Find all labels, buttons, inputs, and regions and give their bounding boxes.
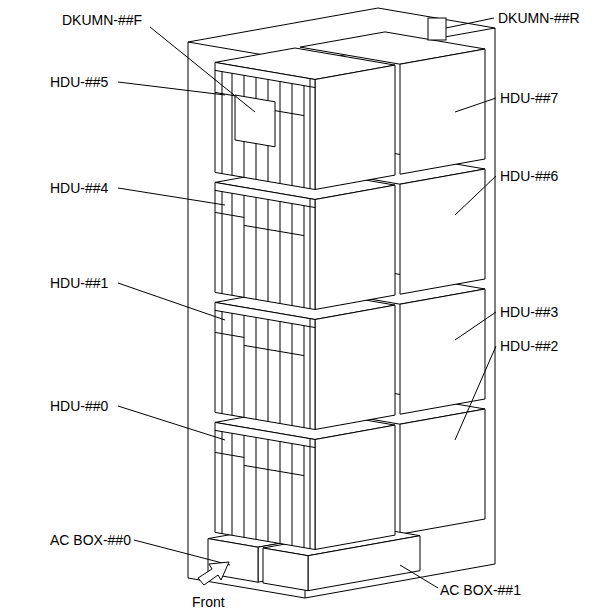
part-label: HDU-##1 bbox=[50, 275, 108, 291]
panel-front bbox=[235, 95, 275, 147]
leader-line bbox=[446, 18, 494, 28]
leader-line bbox=[118, 283, 225, 320]
part-label: HDU-##5 bbox=[50, 74, 108, 90]
part-label: HDU-##0 bbox=[50, 398, 108, 414]
front-arrow bbox=[198, 562, 229, 585]
leader-line bbox=[118, 406, 225, 440]
leader-line bbox=[455, 312, 496, 340]
part-label: AC BOX-##1 bbox=[440, 582, 521, 598]
leader-line bbox=[150, 27, 255, 112]
front-unit bbox=[215, 48, 395, 190]
part-label: HDU-##7 bbox=[500, 90, 558, 106]
front-unit bbox=[215, 288, 395, 430]
front-unit bbox=[215, 408, 395, 550]
part-label: HDU-##4 bbox=[50, 180, 108, 196]
part-label: HDU-##6 bbox=[500, 168, 558, 184]
panel-rear bbox=[428, 18, 446, 40]
leader-line bbox=[455, 176, 496, 215]
direction-label: Front bbox=[192, 594, 225, 610]
part-label: HDU-##3 bbox=[500, 304, 558, 320]
cabinet-frame bbox=[188, 8, 495, 598]
leader-line bbox=[455, 98, 496, 112]
cabinet-edges bbox=[188, 28, 495, 598]
leader-line bbox=[118, 82, 225, 95]
ac-box-front bbox=[263, 548, 308, 591]
leader-line bbox=[118, 188, 225, 205]
leader-line bbox=[400, 565, 438, 588]
front-unit bbox=[215, 168, 395, 310]
part-label: DKUMN-##R bbox=[498, 10, 580, 26]
leader-lines bbox=[118, 18, 496, 588]
part-label: HDU-##2 bbox=[500, 338, 558, 354]
leader-line bbox=[455, 346, 496, 440]
part-label: AC BOX-##0 bbox=[50, 532, 131, 548]
part-label: DKUMN-##F bbox=[62, 12, 142, 28]
leader-line bbox=[134, 540, 230, 565]
